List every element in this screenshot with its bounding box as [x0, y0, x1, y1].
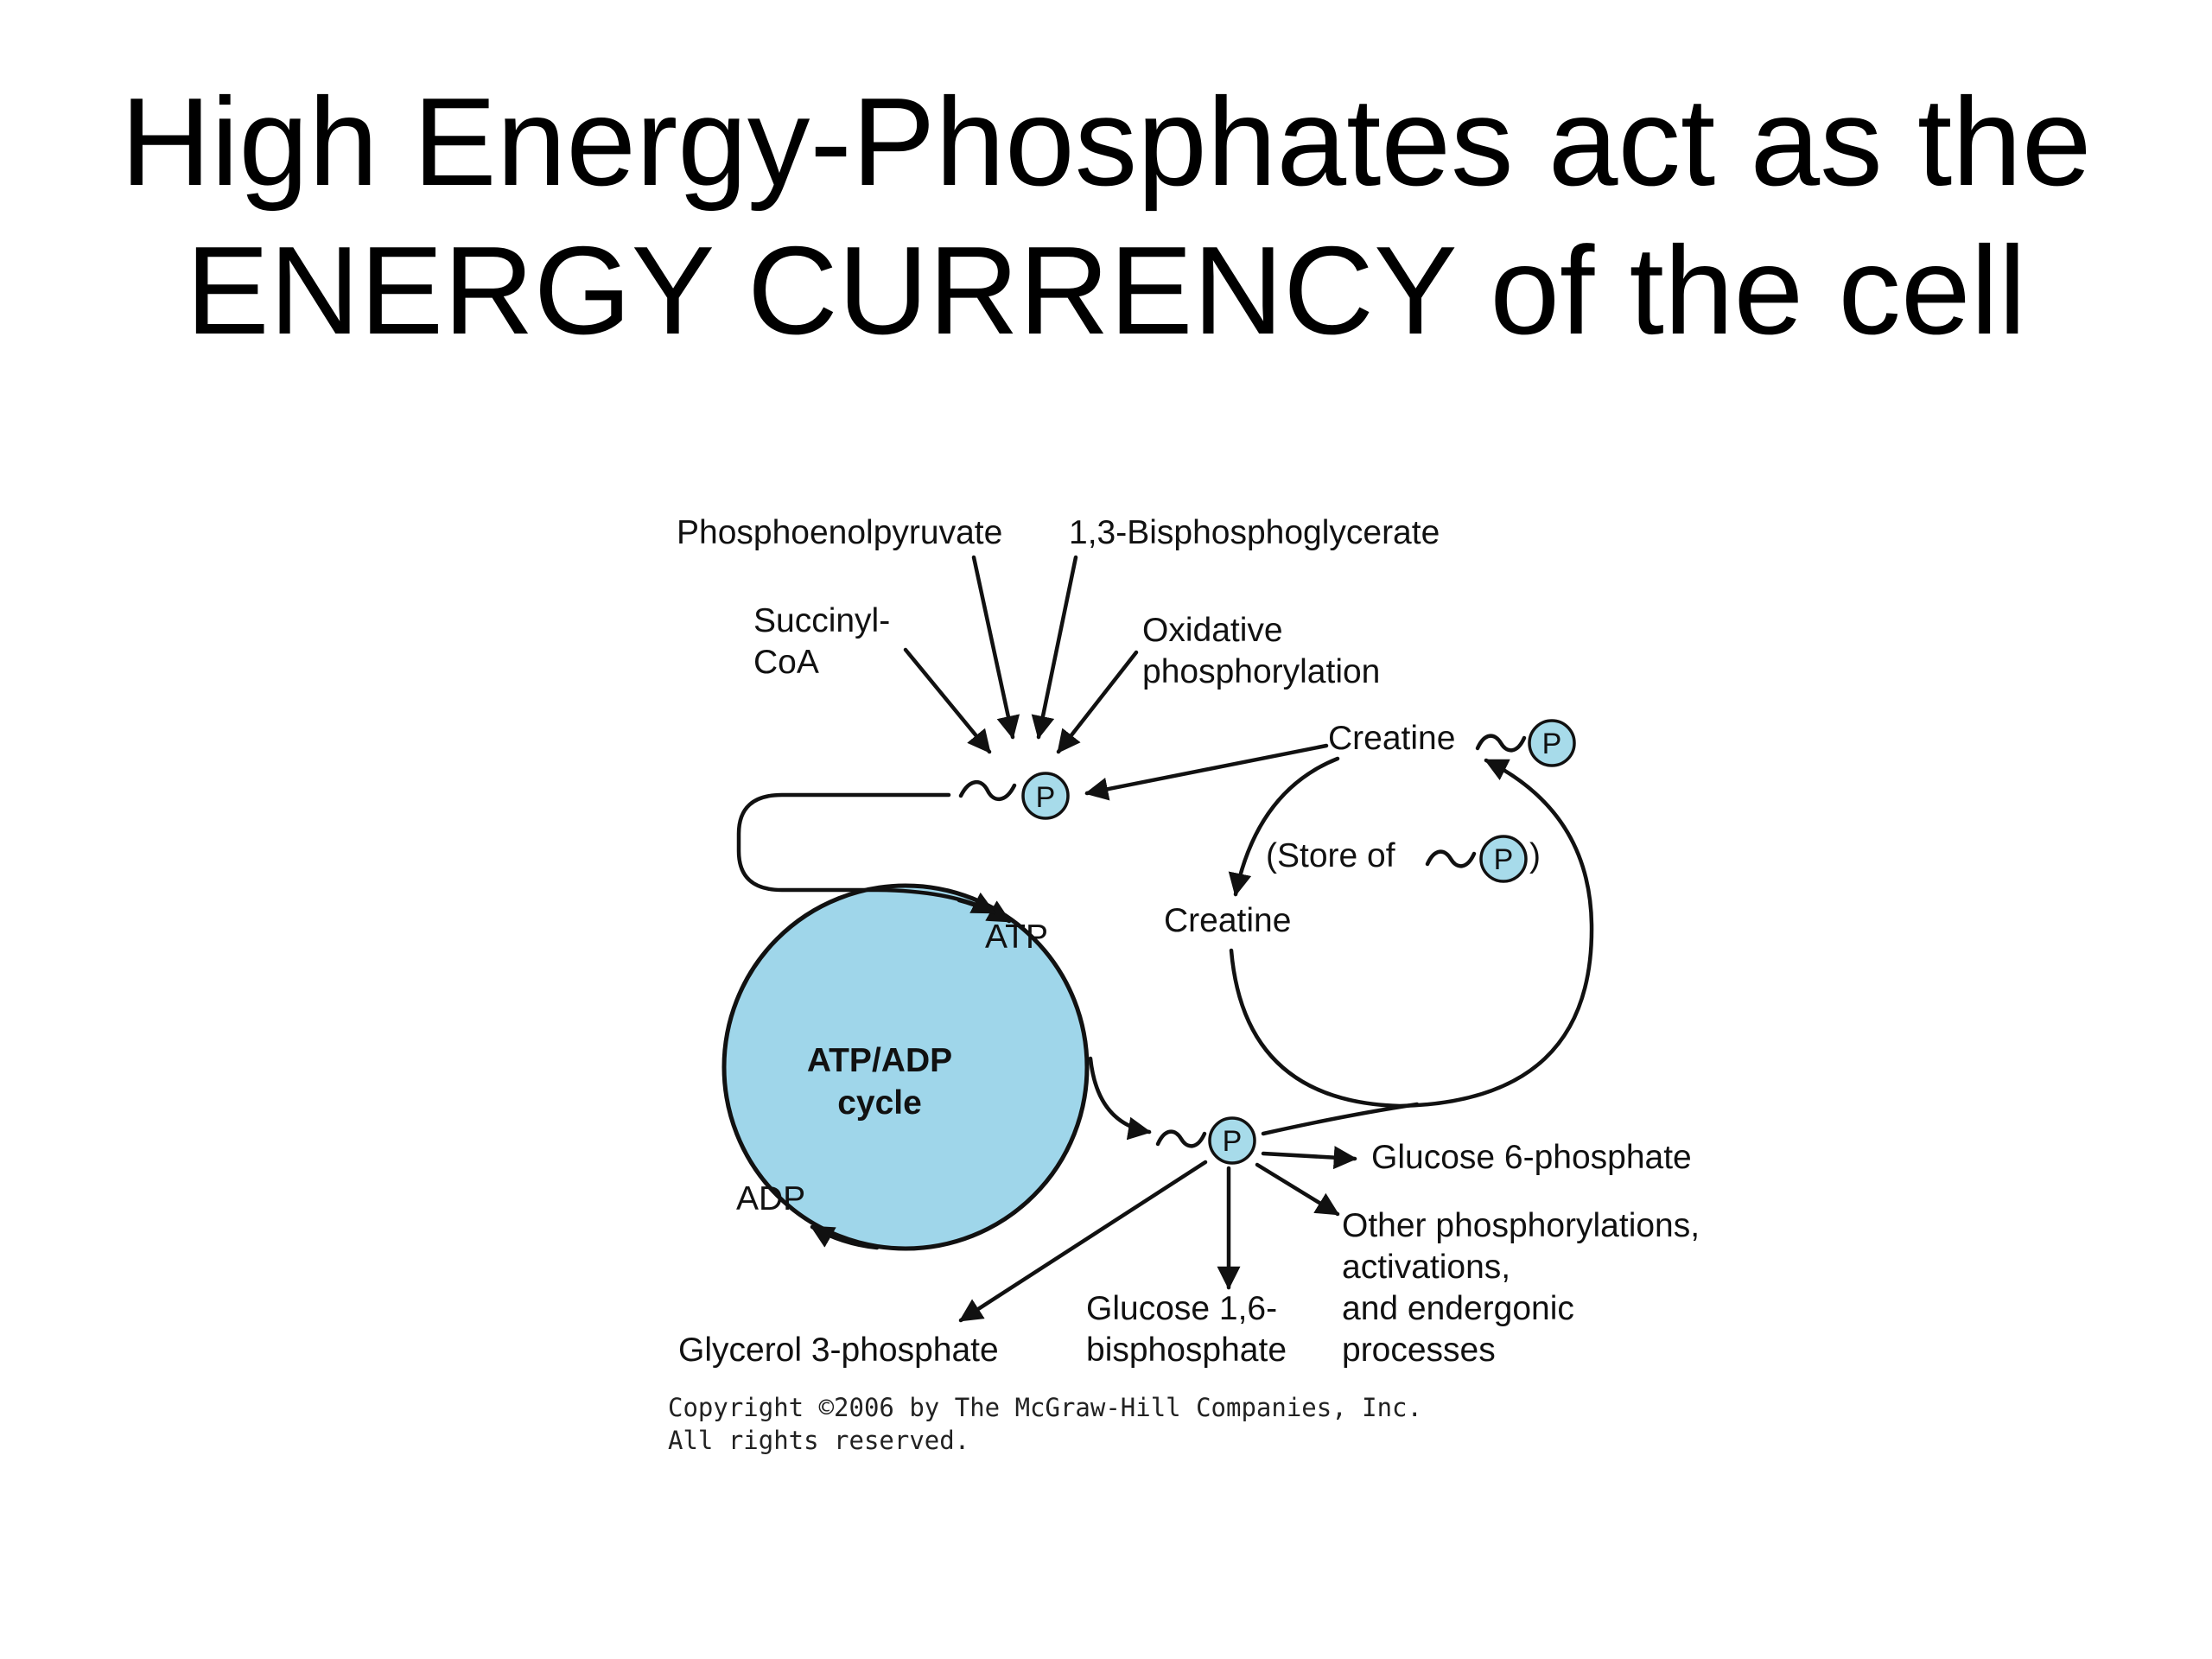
copyright-line-2: All rights reserved. — [668, 1426, 969, 1455]
arrow-oxidative — [1056, 650, 1139, 754]
arc-creatine-store — [1229, 758, 1594, 1109]
label-store-open: (Store of — [1266, 837, 1395, 874]
arrow-creatine-phosphate-to-creatine — [1228, 756, 1340, 897]
label-other-4: processes — [1342, 1332, 1496, 1369]
label-glucose6p: Glucose 6-phosphate — [1371, 1139, 1692, 1176]
lower-tilde — [1155, 1129, 1207, 1148]
label-glucose16-1: Glucose 1,6- — [1086, 1290, 1277, 1327]
label-other-2: activations, — [1342, 1249, 1510, 1286]
arrow-to-glycerol3p — [958, 1160, 1208, 1323]
label-oxidative-1: Oxidative — [1142, 612, 1283, 649]
upper-phosphate-label: P — [1036, 781, 1056, 814]
creatine-phosphate-circle — [1528, 719, 1576, 767]
label-pep: Phosphoenolpyruvate — [677, 514, 1002, 551]
copyright-line-1: Copyright ©2006 by The McGraw-Hill Compa… — [668, 1393, 1422, 1422]
label-creatine-phosphate: Creatine — [1328, 720, 1455, 757]
label-bpg: 1,3-Bisphosphoglycerate — [1069, 514, 1440, 551]
creatine-tilde — [1475, 734, 1527, 753]
label-atp: ATP — [985, 918, 1048, 956]
lower-phosphate-p: P — [1223, 1125, 1243, 1158]
label-oxidative-2: phosphorylation — [1142, 653, 1380, 690]
creatine-phosphate-p: P — [1542, 728, 1562, 760]
label-succinyl-2: CoA — [753, 644, 819, 681]
line-lower-p-to-store — [1261, 1102, 1420, 1136]
cycle-arrow-adp — [810, 1224, 880, 1250]
title-line-1: High Energy-Phosphates act as the — [120, 72, 2092, 212]
label-creatine: Creatine — [1164, 902, 1291, 939]
store-tilde — [1425, 849, 1477, 868]
arrow-upper-p-to-atp — [736, 792, 996, 915]
arrow-succinyl — [903, 647, 992, 754]
label-other-3: and endergonic — [1342, 1290, 1574, 1327]
label-store-close: ) — [1529, 837, 1541, 874]
upper-phosphate-circle — [1021, 772, 1070, 820]
label-glycerol3p: Glycerol 3-phosphate — [678, 1332, 999, 1369]
upper-tilde — [958, 780, 1017, 801]
title-line-2: ENERGY CURRENCY of the cell — [185, 220, 2027, 360]
store-phosphate-circle — [1479, 835, 1528, 883]
label-succinyl-1: Succinyl- — [753, 602, 890, 639]
arrow-bpg — [1031, 555, 1078, 740]
arrow-to-other — [1255, 1162, 1340, 1217]
arrow-from-creatine-phosphate — [1084, 743, 1329, 801]
label-cycle-1: ATP/ADP — [807, 1042, 952, 1079]
atp-adp-cycle-circle — [721, 883, 1090, 1251]
label-other-1: Other phosphorylations, — [1342, 1207, 1700, 1244]
lower-phosphate-circle — [1208, 1116, 1256, 1165]
slide-title: High Energy-Phosphates act as the ENERGY… — [0, 67, 2212, 365]
arrow-pep — [971, 555, 1020, 740]
label-cycle-2: cycle — [837, 1084, 922, 1122]
label-adp: ADP — [736, 1180, 805, 1217]
label-glucose16-2: bisphosphate — [1086, 1332, 1287, 1369]
store-phosphate-p: P — [1494, 843, 1514, 876]
arrow-atp-to-lower-p — [1088, 1056, 1152, 1141]
arrow-to-glucose6p — [1261, 1146, 1357, 1170]
